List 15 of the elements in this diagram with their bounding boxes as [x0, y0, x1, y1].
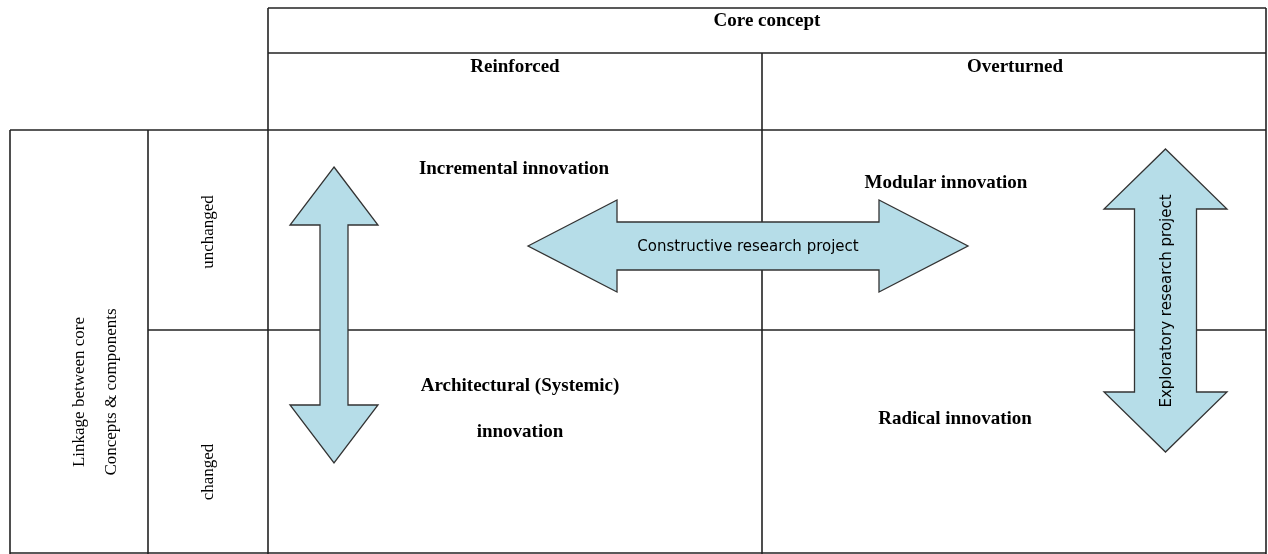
- quadrant-label: Architectural (Systemic) innovation: [419, 373, 621, 443]
- column-header: Core concept: [713, 9, 821, 31]
- arrow-label: Constructive research project: [637, 237, 859, 255]
- row-header: Linkage between core Concepts & components: [68, 307, 121, 478]
- quadrant-label: Modular innovation: [864, 171, 1028, 193]
- row-header: unchanged: [198, 195, 218, 269]
- quadrant-label: Radical innovation: [878, 407, 1032, 429]
- double-arrow: [528, 200, 968, 292]
- arrow-label: Exploratory research project: [1156, 193, 1175, 408]
- double-arrow: [290, 167, 378, 463]
- row-header: changed: [198, 443, 218, 501]
- column-header: Reinforced: [470, 55, 560, 77]
- double-arrow: [1104, 149, 1227, 452]
- quadrant-label: Incremental innovation: [418, 157, 610, 179]
- column-header: Overturned: [967, 55, 1063, 77]
